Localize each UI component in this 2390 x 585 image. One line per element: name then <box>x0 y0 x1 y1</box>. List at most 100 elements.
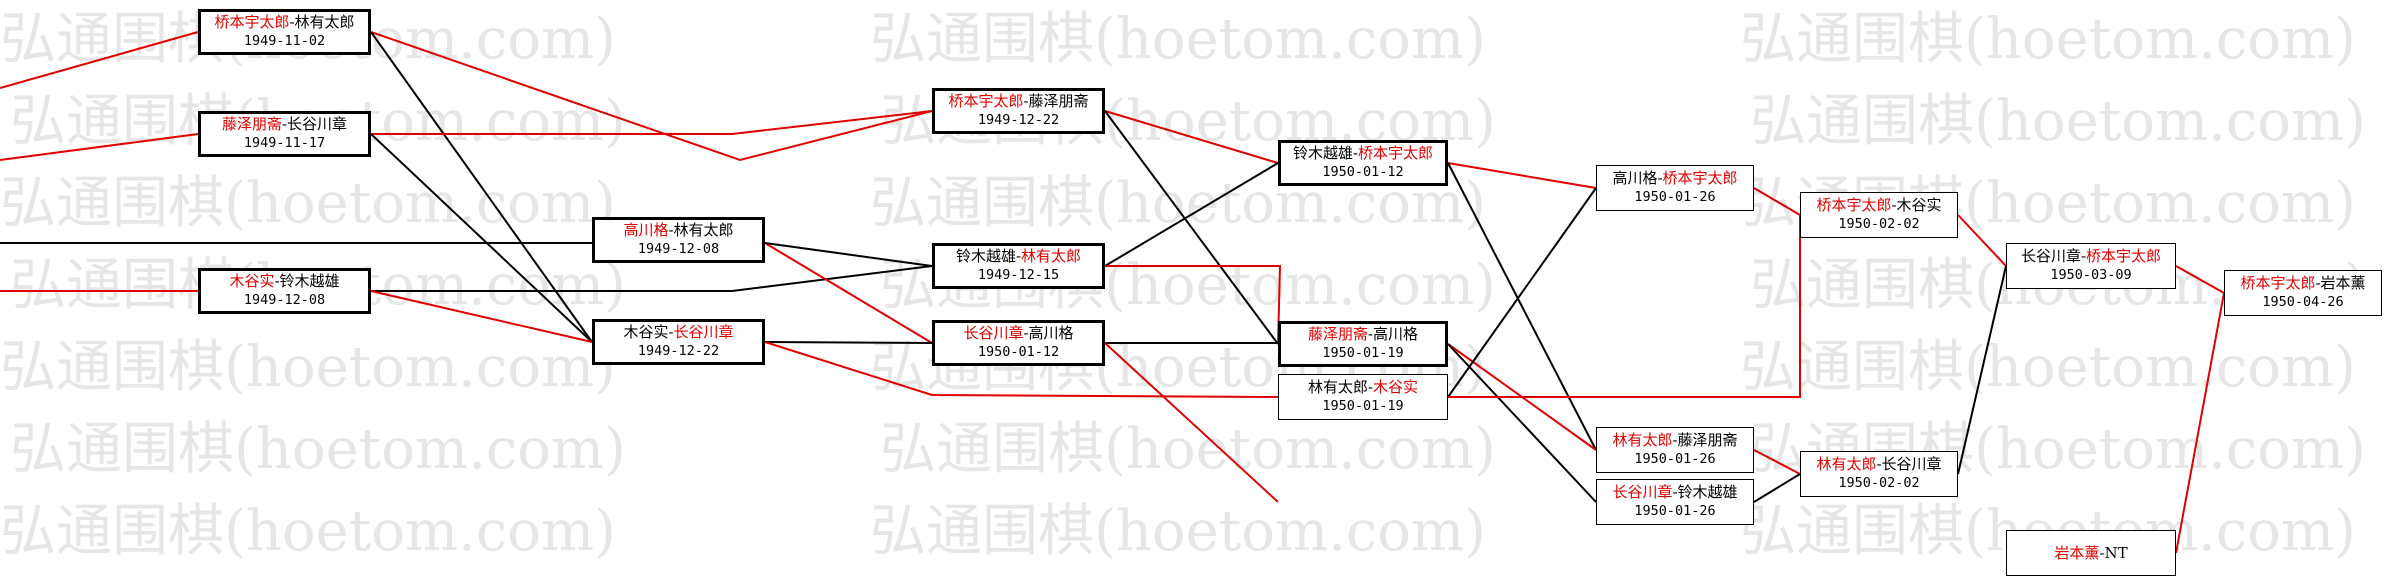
game-node-g9[interactable]: 铃木越雄-桥本宇太郎 1950-01-12 <box>1278 140 1448 186</box>
game-date: 1949-12-15 <box>977 267 1060 283</box>
player-1: 长谷川章 <box>1612 483 1673 501</box>
bracket-connector <box>1447 343 1597 503</box>
bracket-connector <box>764 242 933 267</box>
player-1: 桥本宇太郎 <box>214 13 290 31</box>
player-2: NT <box>2104 543 2128 562</box>
game-date: 1950-01-26 <box>1634 503 1716 519</box>
player-2: 藤泽朋斋 <box>1028 92 1089 110</box>
player-2: 林有太郎 <box>673 221 734 239</box>
bracket-connector <box>2175 265 2225 294</box>
player-2: 林有太郎 <box>1021 247 1082 265</box>
game-node-g17[interactable]: 长谷川章-桥本宇太郎 1950-03-09 <box>2006 243 2176 289</box>
bracket-connector <box>370 31 933 162</box>
bracket-connector <box>1447 162 1597 189</box>
bracket-connector <box>370 290 593 343</box>
bracket-connector <box>371 265 933 292</box>
player-1: 桥本宇太郎 <box>948 92 1024 110</box>
player-1: 岩本薰 <box>2054 543 2100 562</box>
game-players: 林有太郎-木谷实 <box>1307 378 1419 396</box>
game-players: 桥本宇太郎-岩本薰 <box>2240 274 2366 292</box>
game-players: 长谷川章-高川格 <box>963 324 1074 342</box>
game-players: 林有太郎-藤泽朋斋 <box>1612 431 1738 449</box>
player-1: 高川格 <box>623 221 669 239</box>
player-2: 长谷川章 <box>1881 455 1942 473</box>
game-node-g16[interactable]: 林有太郎-长谷川章 1950-02-02 <box>1800 451 1958 497</box>
bracket-connector <box>764 341 933 344</box>
game-date: 1949-11-02 <box>243 33 326 49</box>
game-date: 1950-02-02 <box>1838 475 1920 491</box>
game-node-g8[interactable]: 长谷川章-高川格 1950-01-12 <box>932 320 1105 366</box>
game-node-g5[interactable]: 木谷实-长谷川章 1949-12-22 <box>592 319 765 365</box>
bracket-connector <box>764 242 933 344</box>
game-node-g2[interactable]: 藤泽朋斋-长谷川章 1949-11-17 <box>198 111 371 157</box>
player-1: 铃木越雄 <box>955 247 1016 265</box>
game-node-g4[interactable]: 高川格-林有太郎 1949-12-08 <box>592 217 765 263</box>
player-1: 藤泽朋斋 <box>221 115 282 133</box>
player-1: 林有太郎 <box>1816 455 1877 473</box>
game-node-g11[interactable]: 林有太郎-木谷实 1950-01-19 <box>1278 374 1448 420</box>
game-date: 1950-01-26 <box>1634 189 1716 205</box>
player-2: 铃木越雄 <box>1677 483 1738 501</box>
game-players: 藤泽朋斋-高川格 <box>1307 325 1419 343</box>
game-date: 1950-02-02 <box>1838 216 1920 232</box>
game-node-g7[interactable]: 铃木越雄-林有太郎 1949-12-15 <box>932 243 1105 289</box>
game-node-g6[interactable]: 桥本宇太郎-藤泽朋斋 1949-12-22 <box>932 88 1105 134</box>
bracket-connector <box>0 133 199 161</box>
bracket-connector <box>1104 110 1279 345</box>
player-2: 高川格 <box>1373 325 1419 343</box>
game-date: 1949-11-17 <box>243 135 326 151</box>
game-players: 高川格-林有太郎 <box>623 221 734 239</box>
game-players: 林有太郎-长谷川章 <box>1816 455 1942 473</box>
player-2: 长谷川章 <box>287 115 348 133</box>
game-node-g19[interactable]: 岩本薰-NT <box>2006 530 2176 576</box>
game-players: 长谷川章-桥本宇太郎 <box>2020 247 2162 265</box>
game-date: 1950-03-09 <box>2050 267 2132 283</box>
player-2: 桥本宇太郎 <box>1358 144 1434 162</box>
player-1: 高川格 <box>1612 169 1658 187</box>
player-1: 林有太郎 <box>1307 378 1368 396</box>
bracket-connector <box>1753 187 1801 216</box>
player-1: 林有太郎 <box>1612 431 1673 449</box>
bracket-connector <box>1753 473 1801 503</box>
game-players: 桥本宇太郎-林有太郎 <box>214 13 355 31</box>
player-2: 藤泽朋斋 <box>1677 431 1738 449</box>
player-2: 木谷实 <box>1896 196 1942 214</box>
game-node-g14[interactable]: 长谷川章-铃木越雄 1950-01-26 <box>1596 479 1754 525</box>
game-date: 1949-12-22 <box>637 343 720 359</box>
game-players: 桥本宇太郎-木谷实 <box>1816 196 1942 214</box>
game-node-g12[interactable]: 高川格-桥本宇太郎 1950-01-26 <box>1596 165 1754 211</box>
game-node-g1[interactable]: 桥本宇太郎-林有太郎 1949-11-02 <box>198 9 371 55</box>
player-1: 铃木越雄 <box>1292 144 1353 162</box>
game-node-g10[interactable]: 藤泽朋斋-高川格 1950-01-19 <box>1278 321 1448 367</box>
game-node-g18[interactable]: 桥本宇太郎-岩本薰 1950-04-26 <box>2224 270 2382 316</box>
game-players: 高川格-桥本宇太郎 <box>1612 169 1738 187</box>
player-1: 木谷实 <box>229 272 275 290</box>
player-2: 桥本宇太郎 <box>1662 169 1738 187</box>
game-players: 木谷实-铃木越雄 <box>229 272 340 290</box>
game-date: 1950-01-19 <box>1322 345 1404 361</box>
game-players: 长谷川章-铃木越雄 <box>1612 483 1738 501</box>
player-2: 高川格 <box>1028 324 1074 342</box>
game-date: 1950-01-12 <box>1322 164 1404 180</box>
game-node-g15[interactable]: 桥本宇太郎-木谷实 1950-02-02 <box>1800 192 1958 238</box>
player-1: 长谷川章 <box>2020 247 2081 265</box>
bracket-connector <box>1447 187 1597 398</box>
player-1: 桥本宇太郎 <box>2240 274 2316 292</box>
player-1: 长谷川章 <box>963 324 1024 342</box>
bracket-connector <box>1447 162 1597 451</box>
bracket-connector <box>1957 214 2007 267</box>
game-node-g3[interactable]: 木谷实-铃木越雄 1949-12-08 <box>198 268 371 314</box>
player-2: 铃木越雄 <box>279 272 340 290</box>
player-2: 桥本宇太郎 <box>2086 247 2162 265</box>
game-date: 1950-04-26 <box>2262 294 2344 310</box>
player-1: 木谷实 <box>623 323 669 341</box>
game-date: 1949-12-08 <box>243 292 326 308</box>
game-node-g13[interactable]: 林有太郎-藤泽朋斋 1950-01-26 <box>1596 427 1754 473</box>
bracket-connector <box>371 110 933 135</box>
player-1: 桥本宇太郎 <box>1816 196 1892 214</box>
player-2: 岩本薰 <box>2320 274 2366 292</box>
bracket-connector <box>2175 292 2225 554</box>
bracket-connector <box>1104 342 1279 503</box>
game-players: 铃木越雄-林有太郎 <box>955 247 1082 265</box>
